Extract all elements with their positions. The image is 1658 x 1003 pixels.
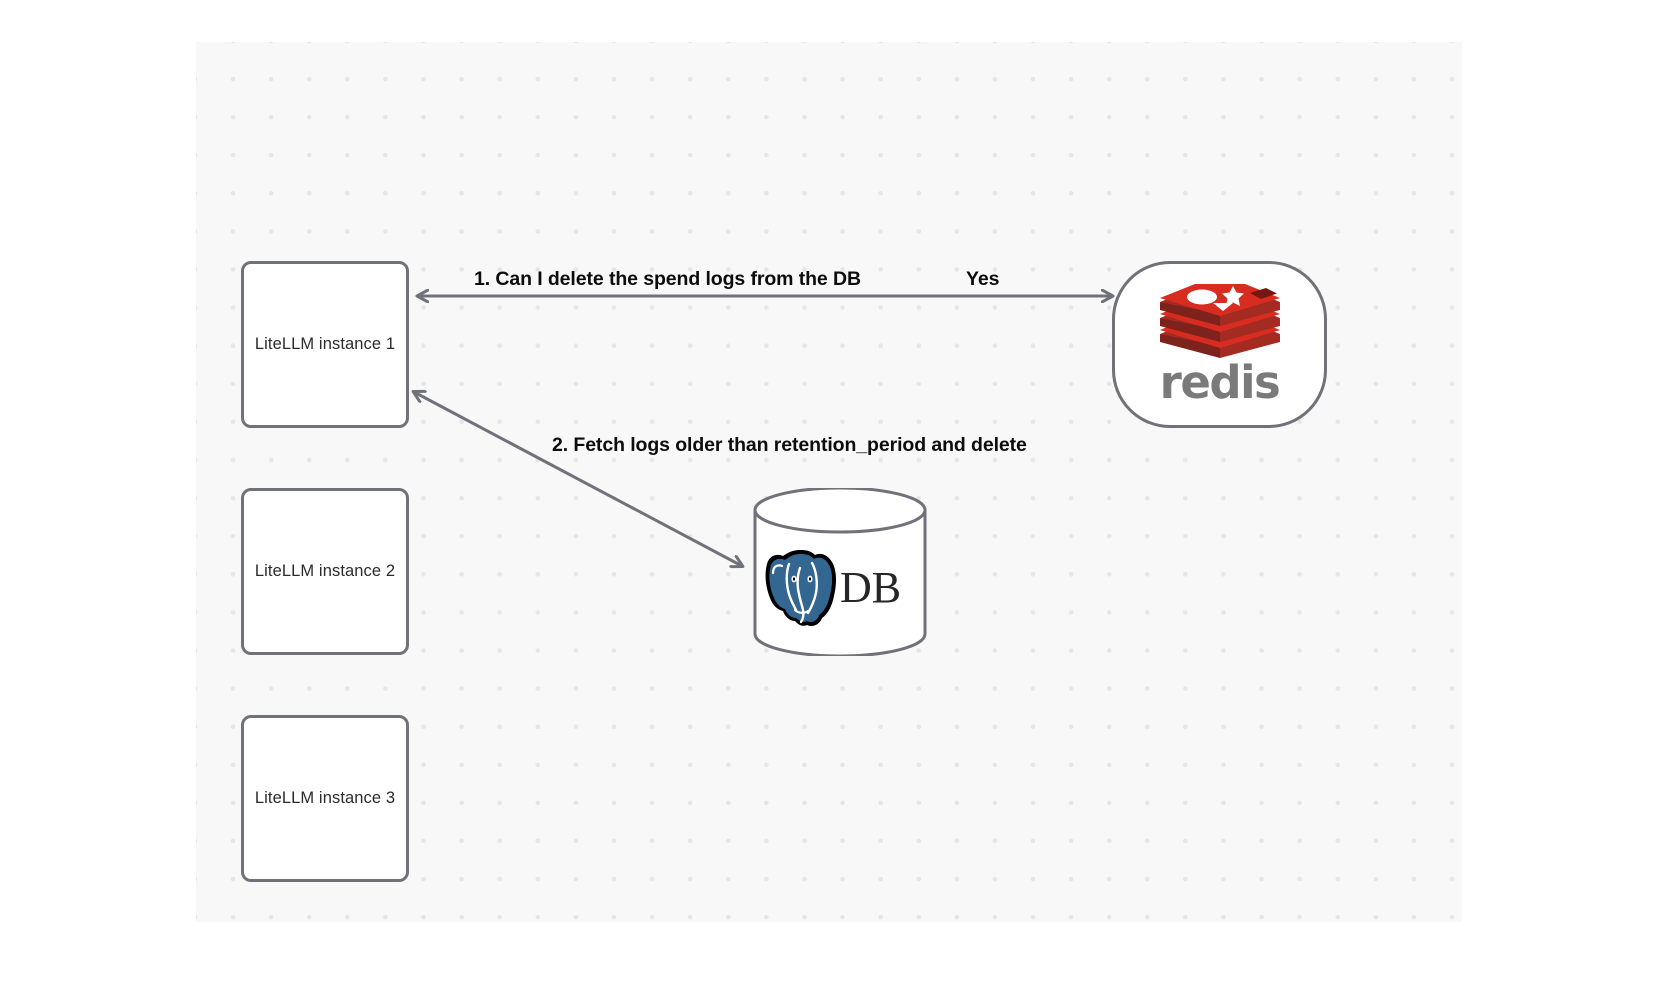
node-litellm-instance-2-label: LiteLLM instance 2	[254, 562, 396, 581]
node-litellm-instance-1[interactable]: LiteLLM instance 1	[241, 261, 409, 428]
node-litellm-instance-3-label: LiteLLM instance 3	[254, 789, 396, 808]
edge-label-1: 1. Can I delete the spend logs from the …	[474, 268, 861, 290]
node-litellm-instance-1-label: LiteLLM instance 1	[254, 335, 396, 354]
edge-label-2: 2. Fetch logs older than retention_perio…	[552, 434, 1027, 456]
node-litellm-instance-2[interactable]: LiteLLM instance 2	[241, 488, 409, 655]
redis-wordmark: redis	[1159, 356, 1281, 409]
node-litellm-instance-3[interactable]: LiteLLM instance 3	[241, 715, 409, 882]
edge-label-1-reply: Yes	[966, 268, 1000, 290]
postgresql-elephant-icon	[765, 550, 837, 627]
node-postgres-db[interactable]: DB	[752, 488, 928, 656]
db-label: DB	[840, 563, 902, 612]
redis-logo-icon	[1159, 284, 1280, 358]
node-redis[interactable]: redis	[1112, 261, 1327, 428]
